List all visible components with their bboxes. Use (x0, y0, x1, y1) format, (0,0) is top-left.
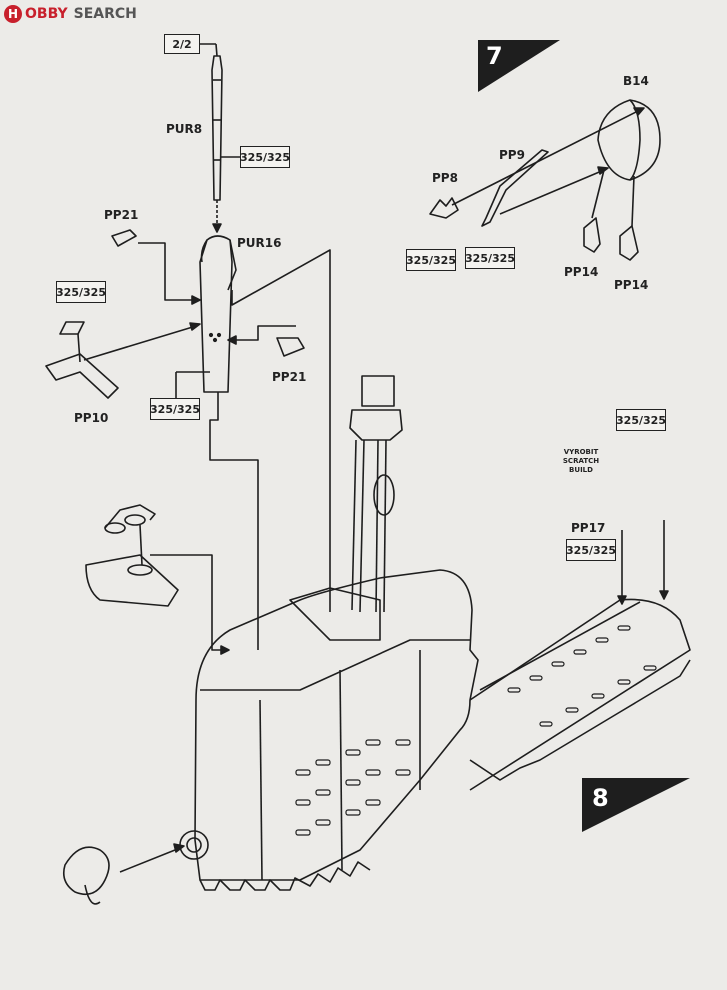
note-line-3: BUILD (569, 466, 593, 474)
forward-deck (469, 520, 691, 791)
periscope-housing (349, 375, 403, 613)
label-pp10: PP10 (74, 411, 109, 425)
binocular-assembly (85, 504, 230, 655)
pp17-paint-code: 325/325 (566, 539, 616, 561)
note-line-2: SCRATCH (562, 457, 600, 465)
pp10-stand (45, 321, 201, 399)
antenna-leader-line (231, 249, 331, 612)
mast-pur16 (175, 235, 237, 398)
label-pp14-left: PP14 (564, 265, 599, 279)
pp21-right-part (227, 325, 305, 357)
pur16-paint-code: 325/325 (150, 398, 200, 420)
pp8-paint-code: 325/325 (406, 249, 456, 271)
step-7-number: 7 (486, 42, 503, 70)
tower-lamp-part (62, 830, 209, 905)
label-b14: B14 (623, 74, 649, 88)
label-pp8: PP8 (432, 171, 458, 185)
sheet-ref-box: 2/2 (164, 34, 200, 54)
label-pur8: PUR8 (166, 122, 203, 136)
step-8-number: 8 (592, 784, 609, 812)
scratch-build-note: VYROBIT SCRATCH BUILD (556, 448, 606, 475)
step7-parts (429, 99, 661, 261)
conning-tower-body (194, 569, 479, 891)
brand-suffix: SEARCH (73, 6, 137, 22)
label-pp14-right: PP14 (614, 278, 649, 292)
pp17-upper-paint-code: 325/325 (616, 409, 666, 431)
note-line-1: VYROBIT (563, 448, 599, 456)
label-pp9: PP9 (499, 148, 525, 162)
pp9-paint-code: 325/325 (465, 247, 515, 269)
label-pur16: PUR16 (237, 236, 282, 250)
hobby-search-watermark: H OBBY SEARCH (4, 4, 137, 24)
mast-leader-line (209, 392, 259, 650)
pp21-left-part (111, 229, 201, 305)
label-pp17: PP17 (571, 521, 606, 535)
hobby-search-logo-icon: H (4, 5, 22, 23)
pp10-paint-code: 325/325 (56, 281, 106, 303)
step8-marker (582, 778, 690, 832)
pur8-paint-code: 325/325 (240, 146, 290, 168)
antenna-pur8 (189, 43, 240, 233)
label-pp21-right: PP21 (272, 370, 307, 384)
step7-marker (478, 40, 560, 92)
brand-name: OBBY (25, 6, 68, 22)
label-pp21-left: PP21 (104, 208, 139, 222)
